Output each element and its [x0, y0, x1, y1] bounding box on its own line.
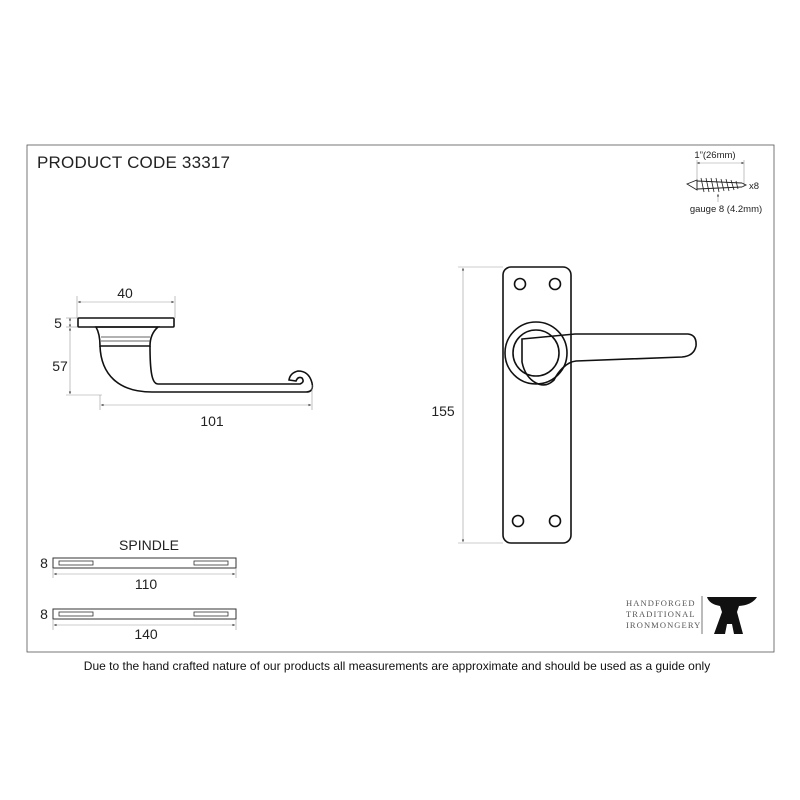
- plate-thickness-label: 5: [54, 315, 62, 331]
- anvil-logo-icon: [707, 597, 757, 634]
- screw-hole: [511, 514, 525, 528]
- spindle-bar: [52, 557, 237, 569]
- spindle-long: 8 140: [40, 606, 237, 642]
- front-view: 155: [431, 266, 697, 544]
- disclaimer: Due to the hand crafted nature of our pr…: [84, 659, 710, 673]
- side-view: 40 5 57 101: [52, 285, 314, 429]
- drawing-frame: [26, 144, 775, 653]
- brand-line-3: IRONMONGERY: [626, 620, 701, 630]
- brand-block: HANDFORGED TRADITIONAL IRONMONGERY: [626, 596, 757, 634]
- brand-line-2: TRADITIONAL: [626, 609, 696, 619]
- backplate: [502, 266, 572, 544]
- width-label: 40: [117, 285, 133, 301]
- projection-label: 101: [200, 413, 224, 429]
- screw-hole: [513, 277, 527, 291]
- screw-length-label: 1”(26mm): [694, 150, 735, 161]
- screw-hole: [548, 514, 562, 528]
- lever-arm-profile: [99, 345, 314, 393]
- product-code: PRODUCT CODE 33317: [37, 153, 230, 172]
- height-label: 57: [52, 358, 68, 374]
- spindle-short-size: 8: [40, 555, 48, 571]
- spindle-section: SPINDLE 8 110 8 140: [40, 537, 237, 642]
- spindle-long-size: 8: [40, 606, 48, 622]
- brand-line-1: HANDFORGED: [626, 598, 696, 608]
- rose-inner-ring: [512, 329, 560, 377]
- lever-handle: [521, 333, 697, 386]
- spindle-short-length: 110: [135, 576, 158, 592]
- screw-hole: [548, 277, 562, 291]
- screw-icon: [685, 177, 748, 193]
- spindle-label: SPINDLE: [119, 537, 179, 553]
- screw-gauge-label: gauge 8 (4.2mm): [690, 204, 762, 215]
- spindle-short: 8 110: [40, 555, 237, 592]
- screw-quantity: x8: [749, 181, 759, 192]
- spindle-bar: [52, 608, 237, 620]
- rose-outer-ring: [504, 321, 568, 385]
- backplate-height-label: 155: [431, 403, 455, 419]
- screw-spec: 1”(26mm) x8 gauge 8 (4.2mm): [685, 150, 762, 215]
- rose-plate: [77, 317, 175, 328]
- rose-collar: [94, 326, 161, 347]
- spindle-long-length: 140: [134, 626, 158, 642]
